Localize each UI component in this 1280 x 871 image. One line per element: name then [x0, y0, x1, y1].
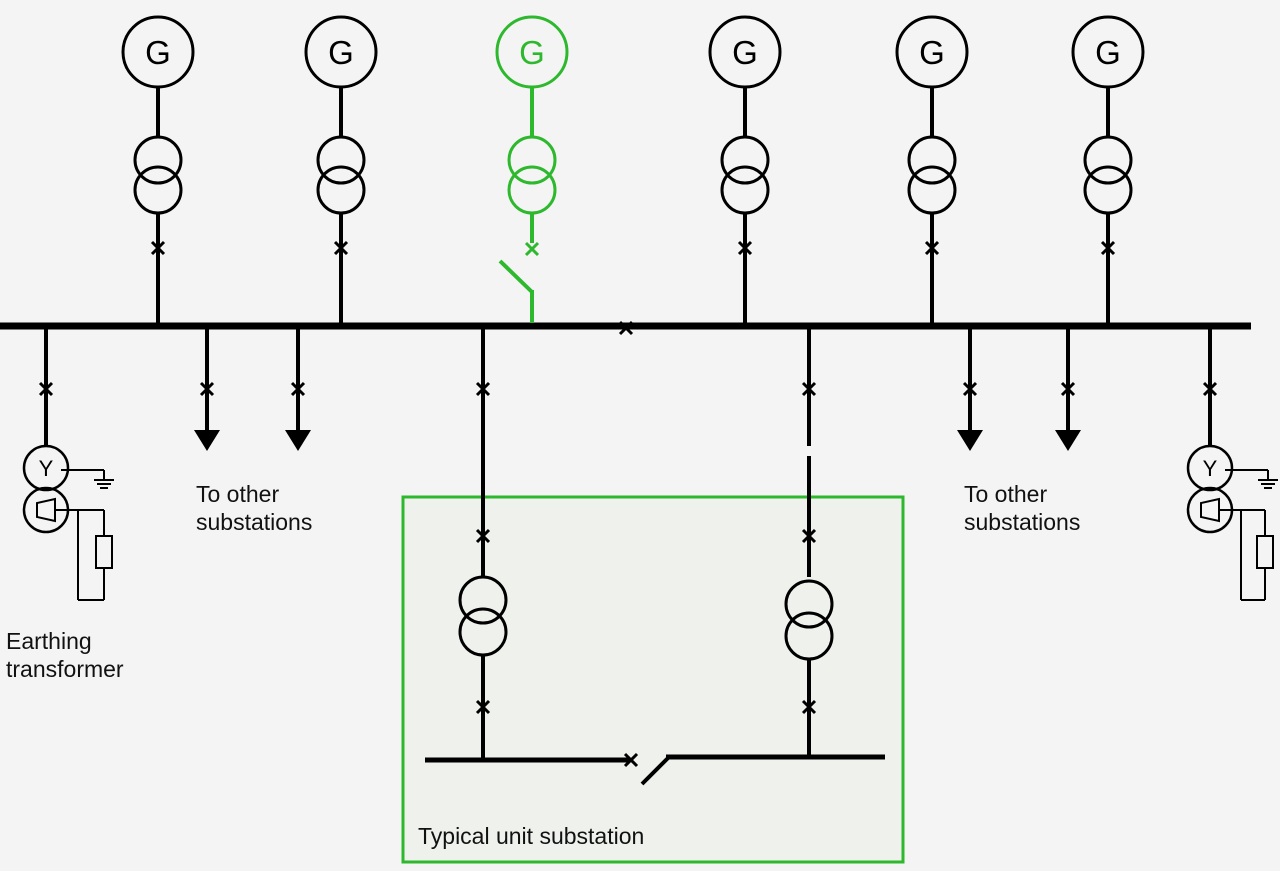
feeder-arrow — [283, 324, 313, 453]
wye-symbol: Y — [1203, 456, 1218, 481]
generator-letters: G G G G G G — [145, 34, 1121, 71]
generator-symbol: G — [732, 34, 758, 71]
unit-substation-box — [401, 495, 905, 864]
unit-substation-bus — [425, 752, 885, 786]
feeder-arrow — [1053, 324, 1083, 453]
generator-symbol: G — [328, 34, 354, 71]
generator-symbol: G — [145, 34, 171, 71]
unit-substation-feed-right — [784, 326, 834, 757]
generator-unit-highlighted — [495, 15, 569, 323]
label-earthing-transformer: Earthing transformer — [6, 628, 124, 682]
wye-symbol: Y — [39, 456, 54, 481]
label-to-other-substations-left: To other substations — [196, 481, 313, 535]
earthing-transformer-right: Y — [1186, 326, 1278, 601]
unit-substation-feed-left — [458, 326, 508, 760]
feeder-arrow — [192, 324, 222, 453]
label-typical-unit-substation: Typical unit substation — [418, 823, 645, 849]
feeder-arrow — [955, 324, 985, 453]
generator-symbol: G — [519, 34, 545, 71]
label-to-other-substations-right: To other substations — [964, 481, 1081, 535]
generator-symbol: G — [1095, 34, 1121, 71]
earthing-transformer-left: Y — [22, 326, 114, 601]
generator-symbol: G — [919, 34, 945, 71]
